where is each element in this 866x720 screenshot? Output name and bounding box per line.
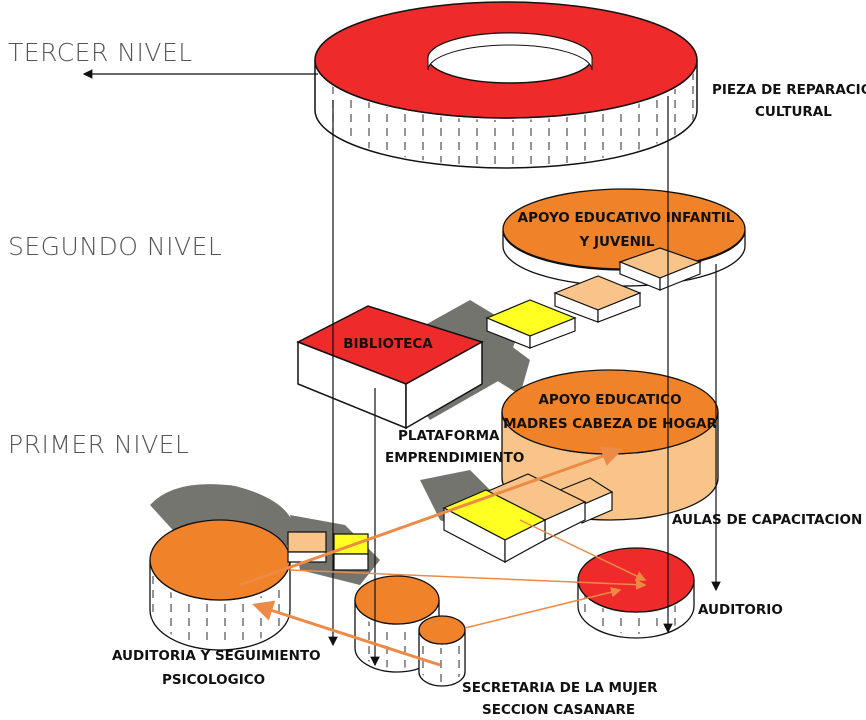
box-yellow-1 [485, 299, 577, 349]
label-pieza-1: PIEZA DE REPARACION [712, 82, 866, 98]
label-plataforma-2: EMPRENDIMIENTO [385, 450, 524, 466]
label-auditorio: AUDITORIO [698, 602, 783, 618]
level-label-segundo: SEGUNDO NIVEL [8, 232, 223, 261]
box-light-2 [553, 275, 642, 323]
level-label-primer: PRIMER NIVEL [8, 430, 190, 459]
label-apoyo-madres-1: APOYO EDUCATICO [538, 392, 681, 408]
cyl-secretaria-small [418, 615, 466, 687]
label-secretaria-2: SECCION CASANARE [482, 702, 635, 718]
cyl-auditorio [577, 547, 695, 639]
label-secretaria-1: SECRETARIA DE LA MUJER [462, 680, 658, 696]
label-apoyo-infantil-1: APOYO EDUCATIVO INFANTIL [518, 210, 735, 226]
label-apoyo-infantil-2: Y JUVENIL [578, 234, 654, 250]
box-aulas-2 [484, 473, 587, 541]
box-small-yellow [333, 533, 369, 571]
vertical-lines [328, 96, 721, 667]
label-pieza-2: CULTURAL [755, 104, 832, 120]
box-small-light [287, 531, 327, 563]
label-plataforma-1: PLATAFORMA [398, 428, 500, 444]
box-biblioteca [296, 305, 484, 430]
label-auditoria-2: PSICOLOGICO [162, 672, 265, 688]
label-aulas: AULAS DE CAPACITACION [672, 512, 862, 528]
orange-arrows [239, 446, 647, 667]
label-auditoria-1: AUDITORIA Y SEGUIMIENTO [112, 648, 321, 664]
label-biblioteca: BIBLIOTECA [343, 336, 433, 352]
label-apoyo-madres-2: MADRES CABEZA DE HOGAR [503, 416, 717, 432]
cyl-secretaria-large [354, 575, 440, 673]
ring-pieza-reparacion [314, 1, 698, 169]
cyl-auditoria [149, 519, 291, 651]
level-label-tercer: TERCER NIVEL [8, 38, 193, 67]
box-light-1 [618, 247, 702, 291]
